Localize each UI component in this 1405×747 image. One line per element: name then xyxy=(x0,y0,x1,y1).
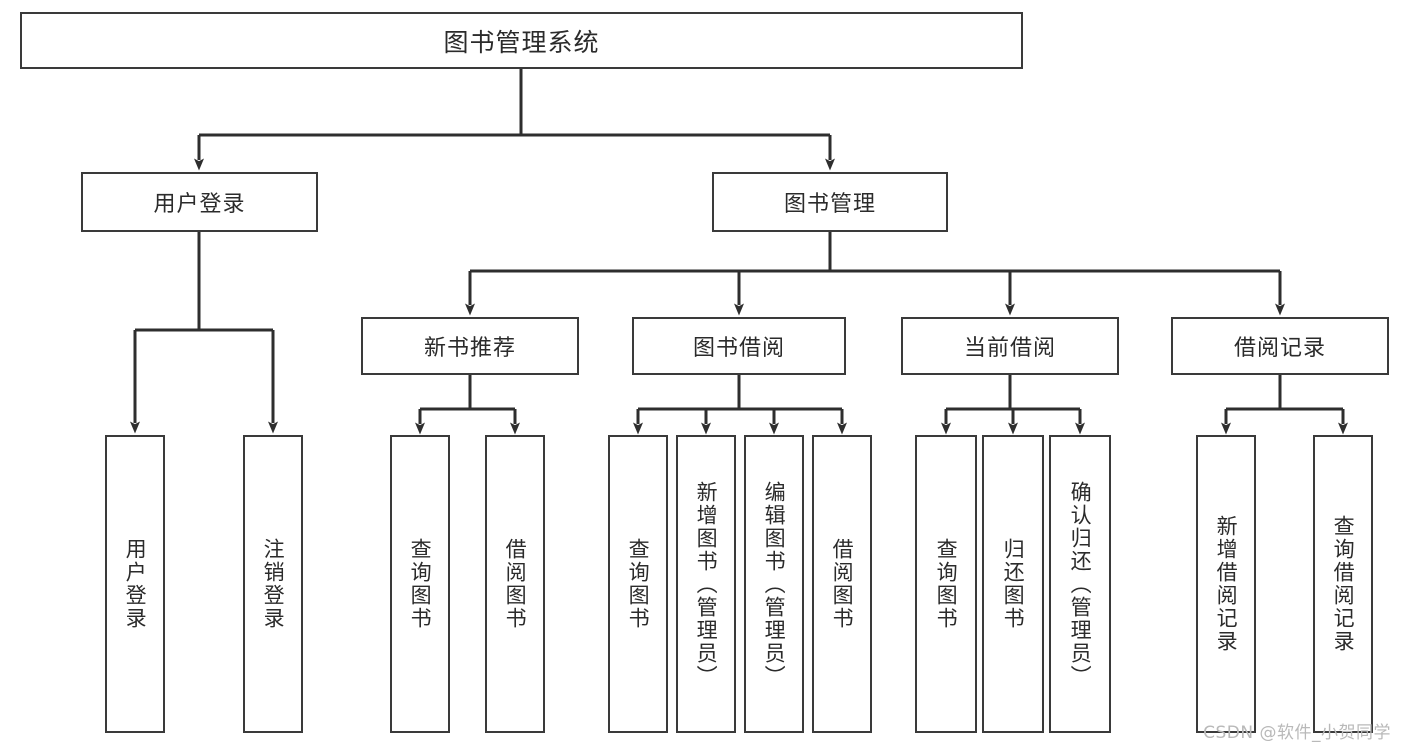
node-leaf-borrow-book-1-label: 借阅图书 xyxy=(503,538,528,630)
node-leaf-edit-book-admin[interactable]: 编辑图书（管理员） xyxy=(744,435,804,733)
node-leaf-user-login-label: 用户登录 xyxy=(123,538,148,630)
node-user-login-label: 用户登录 xyxy=(153,192,246,217)
node-new-book-recommend-label: 新书推荐 xyxy=(423,336,516,361)
node-book-borrow[interactable]: 图书借阅 xyxy=(632,317,846,375)
node-leaf-confirm-return-admin[interactable]: 确认归还（管理员） xyxy=(1049,435,1111,733)
node-leaf-query-book-3[interactable]: 查询图书 xyxy=(915,435,977,733)
node-borrow-record-label: 借阅记录 xyxy=(1233,336,1326,361)
node-user-login[interactable]: 用户登录 xyxy=(81,172,318,232)
node-leaf-query-borrow-record-label: 查询借阅记录 xyxy=(1331,515,1356,653)
node-book-borrow-label: 图书借阅 xyxy=(692,336,785,361)
node-leaf-user-login[interactable]: 用户登录 xyxy=(105,435,165,733)
node-root[interactable]: 图书管理系统 xyxy=(20,12,1023,69)
node-borrow-record[interactable]: 借阅记录 xyxy=(1171,317,1389,375)
node-leaf-query-book-3-label: 查询图书 xyxy=(934,538,959,630)
node-book-management[interactable]: 图书管理 xyxy=(712,172,948,232)
node-current-borrow-label: 当前借阅 xyxy=(963,336,1056,361)
node-leaf-borrow-book-2-label: 借阅图书 xyxy=(830,538,855,630)
node-current-borrow[interactable]: 当前借阅 xyxy=(901,317,1119,375)
node-leaf-query-book-1[interactable]: 查询图书 xyxy=(390,435,450,733)
node-leaf-return-book[interactable]: 归还图书 xyxy=(982,435,1044,733)
node-leaf-edit-book-admin-label: 编辑图书（管理员） xyxy=(762,480,787,688)
node-leaf-logout[interactable]: 注销登录 xyxy=(243,435,303,733)
node-new-book-recommend[interactable]: 新书推荐 xyxy=(361,317,579,375)
node-leaf-query-book-2[interactable]: 查询图书 xyxy=(608,435,668,733)
node-leaf-add-borrow-record-label: 新增借阅记录 xyxy=(1214,515,1239,653)
node-book-management-label: 图书管理 xyxy=(783,192,876,217)
node-leaf-add-book-admin[interactable]: 新增图书（管理员） xyxy=(676,435,736,733)
node-leaf-return-book-label: 归还图书 xyxy=(1001,538,1026,630)
node-leaf-query-borrow-record[interactable]: 查询借阅记录 xyxy=(1313,435,1373,733)
node-leaf-query-book-1-label: 查询图书 xyxy=(408,538,433,630)
node-leaf-borrow-book-1[interactable]: 借阅图书 xyxy=(485,435,545,733)
node-leaf-add-borrow-record[interactable]: 新增借阅记录 xyxy=(1196,435,1256,733)
node-leaf-add-book-admin-label: 新增图书（管理员） xyxy=(694,480,719,688)
node-leaf-confirm-return-admin-label: 确认归还（管理员） xyxy=(1068,480,1093,688)
node-leaf-borrow-book-2[interactable]: 借阅图书 xyxy=(812,435,872,733)
watermark-text: CSDN @软件_小贺同学 xyxy=(1203,723,1391,743)
node-leaf-query-book-2-label: 查询图书 xyxy=(626,538,651,630)
node-root-label: 图书管理系统 xyxy=(443,27,600,57)
node-leaf-logout-label: 注销登录 xyxy=(261,538,286,630)
